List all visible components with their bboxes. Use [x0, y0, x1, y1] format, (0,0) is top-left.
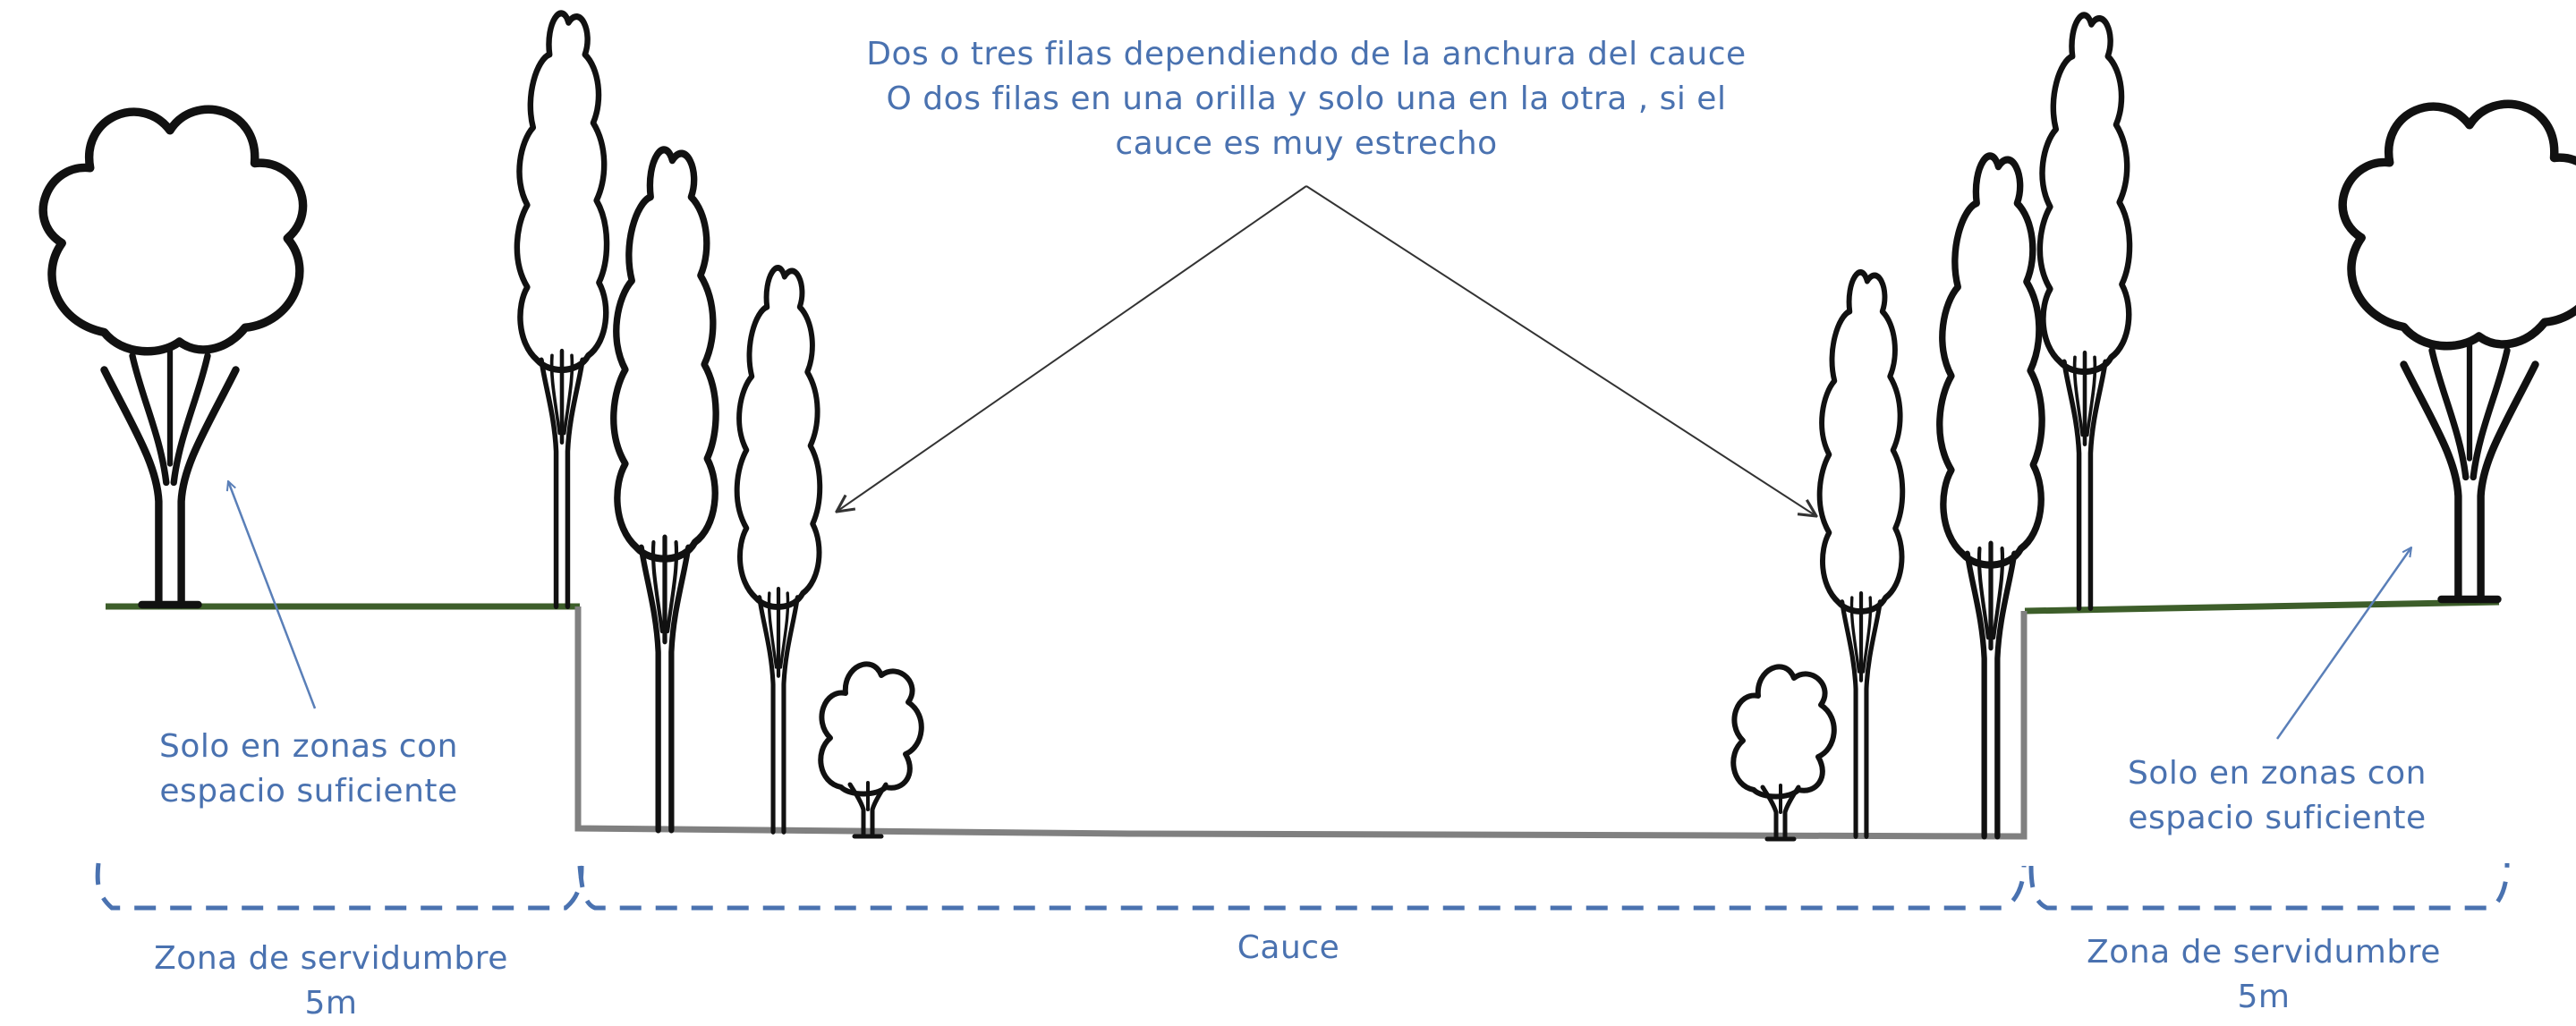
callout-pointer-left	[837, 185, 1307, 512]
river-channel-profile	[574, 606, 2028, 840]
right-zone-label: Zona de servidumbre 5m	[2027, 930, 2501, 1020]
left-note: Solo en zonas con espacio suficiente	[89, 725, 528, 814]
round-canopy-tree-icon	[43, 109, 302, 605]
cauce-label: Cauce	[1237, 929, 1340, 966]
right-note: Solo en zonas con espacio suficiente	[2058, 751, 2496, 841]
center-zone-bracket	[577, 865, 2027, 911]
left-zone-name: Zona de servidumbre	[154, 940, 508, 977]
left-zone-bracket	[95, 862, 584, 911]
right-note-line-2: espacio suficiente	[2128, 800, 2427, 836]
callout-line-3: cauce es muy estrecho	[1115, 125, 1498, 162]
right-zone-width: 5m	[2237, 979, 2291, 1015]
callout-text: Dos o tres filas dependiendo de la anchu…	[698, 32, 1915, 166]
round-canopy-tree-icon	[2342, 104, 2576, 599]
left-zone-width: 5m	[304, 985, 358, 1022]
right-zone-name: Zona de servidumbre	[2087, 934, 2441, 971]
left-note-line-1: Solo en zonas con	[159, 728, 458, 765]
left-note-arrow	[228, 481, 317, 709]
tall-columnar-tree-icon	[1820, 272, 1903, 836]
left-note-line-2: espacio suficiente	[159, 773, 458, 810]
right-note-line-1: Solo en zonas con	[2128, 755, 2427, 792]
callout-line-1: Dos o tres filas dependiendo de la anchu…	[866, 36, 1747, 72]
tall-columnar-tree-icon	[517, 13, 607, 606]
callout-pointer-right	[1305, 185, 1816, 516]
right-bank-ground-line	[2024, 598, 2500, 615]
tall-columnar-tree-icon	[737, 267, 820, 832]
tall-columnar-tree-icon	[2040, 15, 2130, 608]
center-zone-label: Cauce	[1101, 926, 1476, 971]
left-zone-label: Zona de servidumbre 5m	[98, 937, 564, 1026]
right-note-arrow	[2275, 547, 2411, 740]
right-zone-bracket	[2028, 862, 2510, 911]
callout-line-2: O dos filas en una orilla y solo una en …	[886, 81, 1727, 117]
small-shrub-icon	[820, 664, 922, 836]
small-shrub-icon	[1733, 666, 1834, 839]
tall-columnar-tree-icon	[614, 149, 716, 830]
